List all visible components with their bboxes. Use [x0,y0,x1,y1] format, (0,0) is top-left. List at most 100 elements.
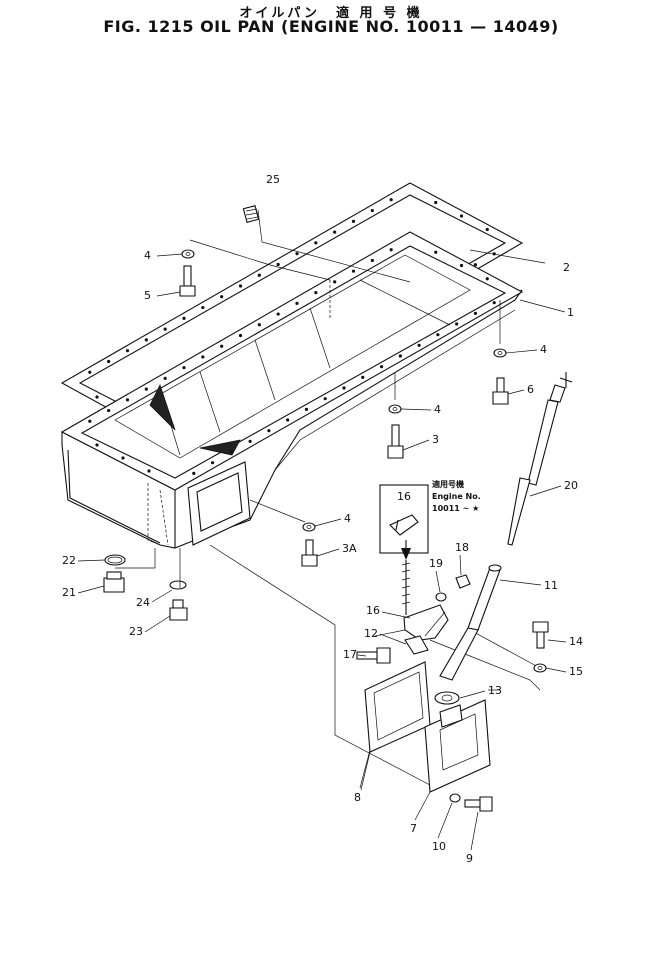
callout-9: 9 [466,852,473,865]
bolt-hole [473,311,478,315]
callout-15: 15 [569,665,583,678]
inset-note-line1: 適用号機 [432,479,464,489]
bolt-hole [257,323,261,327]
bolt-hole [210,461,215,465]
bolt-hole [436,333,440,337]
callout-24: 24 [136,596,150,609]
inset-note-line2: Engine No. [432,492,481,501]
bolt-hole [323,397,327,401]
inset-note-line3: 10011 ~ ★ [432,504,479,513]
bolt-hole [276,262,280,267]
bolt-hole [144,338,148,342]
callout-13: 13 [488,684,502,697]
callout-18: 18 [455,541,469,554]
plug-25 [242,205,260,223]
bolt-hole [88,370,92,374]
callout-11: 11 [544,579,558,592]
bolt-hole [295,252,299,256]
callout-25: 25 [266,173,280,186]
title-japanese: オイルパン 適 用 号 機 [239,6,423,21]
oil-pan-drawing [60,231,524,549]
bolt-hole [121,456,125,460]
bolt-hole [238,333,243,338]
leader-lines [115,209,566,789]
bolt-hole [361,375,365,379]
bolt-hole [95,395,99,399]
bolt-hole [107,408,111,413]
callout-6: 6 [527,383,534,396]
bolt-hole [351,269,356,273]
bolt-hole [163,376,167,380]
callout-2: 2 [563,261,570,274]
callout-1: 1 [567,306,574,319]
bolt-hole [342,386,346,390]
bolt-hole [370,258,374,263]
bolt-hole [192,471,196,475]
bolt-hole [201,305,205,310]
callout-16: 16 [366,604,380,617]
bolt-hole [398,354,402,358]
bolt-hole [459,263,464,268]
bolt-hole [389,248,393,252]
callout-4a: 4 [144,249,151,262]
bolt-hole [351,219,356,223]
bolt-hole [182,316,186,320]
callout-8: 8 [354,791,361,804]
callout-17: 17 [343,648,357,661]
callout-20: 20 [564,479,578,492]
bolt-hole [147,469,151,473]
bolt-hole [229,450,233,454]
bolt-hole [485,277,489,281]
callout-19: 19 [429,557,443,570]
bolt-hole [295,301,299,305]
callout-12: 12 [364,627,378,640]
bolt-hole [304,407,309,411]
callout-3a: 3A [342,542,357,555]
bolt-hole [238,284,243,288]
callout-4d: 4 [344,512,351,525]
inset-part-label: 16 [397,490,411,503]
callout-4b: 4 [540,343,547,356]
bolt-hole [276,312,280,316]
bolt-hole [333,230,337,234]
bolt-hole [125,349,130,353]
callout-10: 10 [432,840,446,853]
bolt-hole [333,280,337,284]
bolt-hole [473,263,478,267]
bolt-hole [220,295,224,299]
callout-23: 23 [129,625,143,638]
inset-box [379,484,429,554]
callout-3: 3 [432,433,439,446]
callout-22: 22 [62,554,76,567]
bolt-hole [314,241,318,245]
bolt-hole [182,366,186,370]
bolt-hole [201,355,205,359]
callout-4c: 4 [434,403,441,416]
bolt-hole [485,227,489,232]
bolt-hole [125,398,130,402]
callout-7: 7 [410,822,417,835]
bolt-hole [95,443,99,447]
bolt-hole [257,273,261,277]
bolt-hole [286,418,290,422]
bolt-hole [459,214,464,218]
bolt-hole [492,301,496,305]
bolt-hole [455,322,459,326]
bolt-hole [144,387,148,391]
bolt-hole [417,343,421,347]
bolt-hole [379,365,384,369]
bolt-hole [434,200,438,205]
bolt-hole [314,291,318,295]
bolt-hole [88,419,92,423]
bolt-hole [220,344,224,348]
bolt-hole [107,359,111,364]
bolt-hole [434,250,438,254]
bolt-hole [370,208,374,213]
bolt-hole [389,198,393,202]
callout-5: 5 [144,289,151,302]
bolt-hole [248,439,252,443]
parts-drawing [103,205,573,812]
figure-title: FIG. 1215 OIL PAN (ENGINE NO. 10011 — 14… [103,17,559,36]
callout-labels: 25 4 5 2 1 4 6 4 3 20 4 3A 22 21 24 23 1… [62,173,583,865]
